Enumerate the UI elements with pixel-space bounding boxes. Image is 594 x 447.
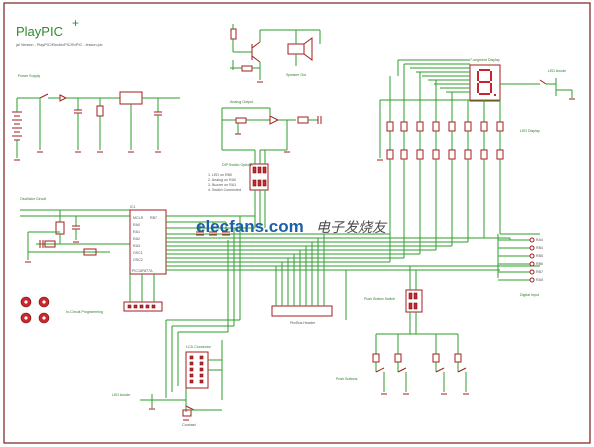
watermark-brand: elecfans.com <box>196 217 304 236</box>
expansion-header-block: Pin/Bus Header <box>271 234 347 325</box>
led-column-3 <box>416 72 424 254</box>
lcd-connector-block: LCD Connector LED Anode Contrast <box>112 216 241 427</box>
led-column-4 <box>432 80 440 250</box>
icsp-label: In-Circuit Programming <box>66 310 103 314</box>
watermark: elecfans.com 电子发烧友 <box>196 217 388 236</box>
oscillator-block: Oscillator Circuit <box>20 197 130 263</box>
lcd-connector <box>185 351 209 389</box>
led-column-6 <box>464 100 472 242</box>
digital-label-1: RA4 <box>536 238 543 242</box>
voltage-regulator <box>119 91 143 105</box>
lcd-label: LCD Connector <box>186 345 212 349</box>
battery-symbol <box>12 98 22 158</box>
power-supply-block: Power Supply <box>12 74 180 161</box>
dip-note-2: 2. Analog on RA0 <box>208 178 236 182</box>
contrast-label: Contrast <box>182 423 196 427</box>
dip-switch-label: DIP Switch Options <box>222 163 253 167</box>
lcd-led-anode-label: LED Anode <box>112 393 130 397</box>
led-matrix-label: LED Display <box>520 129 540 133</box>
seven-segment-label: 7-segment Display <box>470 58 500 62</box>
microcontroller-block: IC1 PIC16F877A MCLR RA0 RA1 RA2 RA3 OSC1… <box>129 205 540 275</box>
dip-note-3: 3. Buzzer on RA1 <box>208 183 236 187</box>
analog-label: Analog Output <box>230 100 253 104</box>
push-button-dip <box>405 289 423 313</box>
led-column-1 <box>386 76 394 262</box>
watermark-chinese: 电子发烧友 <box>316 220 388 236</box>
mcu-pin-2: RA0 <box>133 223 140 227</box>
led-matrix-block: LED Display <box>377 64 540 262</box>
mcu-name-label: PIC16F877A <box>132 269 153 273</box>
oscillator-label: Oscillator Circuit <box>20 197 46 201</box>
mcu-pin-5: RA3 <box>133 244 140 248</box>
dip-note-1: 1. LED on RB0 <box>208 173 232 177</box>
schematic-title: PlayPIC <box>16 24 63 39</box>
capacitor-row <box>196 221 230 236</box>
digital-label-4: RB6 <box>536 262 543 266</box>
seven-segment-display <box>469 64 501 102</box>
led-column-8 <box>496 100 504 234</box>
push-switch-label: Push Button Switch <box>364 297 395 301</box>
mcu-pin-4: RA2 <box>133 237 140 241</box>
led-anode-label: LED Anode <box>548 69 566 73</box>
mcu-pin-7: OSC2 <box>133 258 143 262</box>
led-column-5 <box>448 92 456 246</box>
digital-label-3: RB5 <box>536 254 543 258</box>
seven-segment-block: 7-segment Display LED Anode <box>469 58 575 102</box>
led-column-2 <box>400 64 408 258</box>
digital-label-5: RB7 <box>536 270 543 274</box>
expansion-label: Pin/Bus Header <box>290 321 316 325</box>
speaker-block: Speaker Out <box>230 24 321 83</box>
expansion-header <box>271 305 333 317</box>
push-button-switch-block: Push Button Switch Push Bu <box>336 266 469 395</box>
digital-input-block: RA4 RB4 RB5 RB6 RB7 RA5 Digital Input <box>497 234 543 297</box>
dip-switch-block: DIP Switch Options 1. LED on RB0 2. Anal… <box>208 149 287 228</box>
speaker-label: Speaker Out <box>286 73 306 77</box>
mounting-holes <box>20 296 50 324</box>
mcu-pin-3: RA1 <box>133 230 140 234</box>
mcu-pin-1: MCLR <box>133 216 144 220</box>
mcu-pin-8: RB7 <box>150 216 157 220</box>
mcu-ref-label: IC1 <box>130 205 136 209</box>
dip-switch <box>249 163 269 191</box>
led-column-7 <box>480 100 488 238</box>
mcu-pin-6: OSC1 <box>133 251 143 255</box>
dip-note-4: 4. Switch Connected <box>208 188 241 192</box>
digital-label-6: RA5 <box>536 278 543 282</box>
title-plus-mark: + <box>72 16 79 30</box>
analog-output-block: Analog Output <box>221 100 322 153</box>
push-buttons-label: Push Buttons <box>336 377 358 381</box>
power-supply-label: Power Supply <box>18 74 40 78</box>
segment-bus <box>397 59 470 93</box>
icsp-header <box>123 301 163 312</box>
digital-label-2: RB4 <box>536 246 543 250</box>
sheet-border <box>3 2 591 444</box>
digital-input-label: Digital Input <box>520 293 539 297</box>
schematic-subtitle: jal Version - PlayPIC/ElectricPIC/ExPIC … <box>15 43 103 47</box>
icsp-block: In-Circuit Programming <box>20 274 163 324</box>
